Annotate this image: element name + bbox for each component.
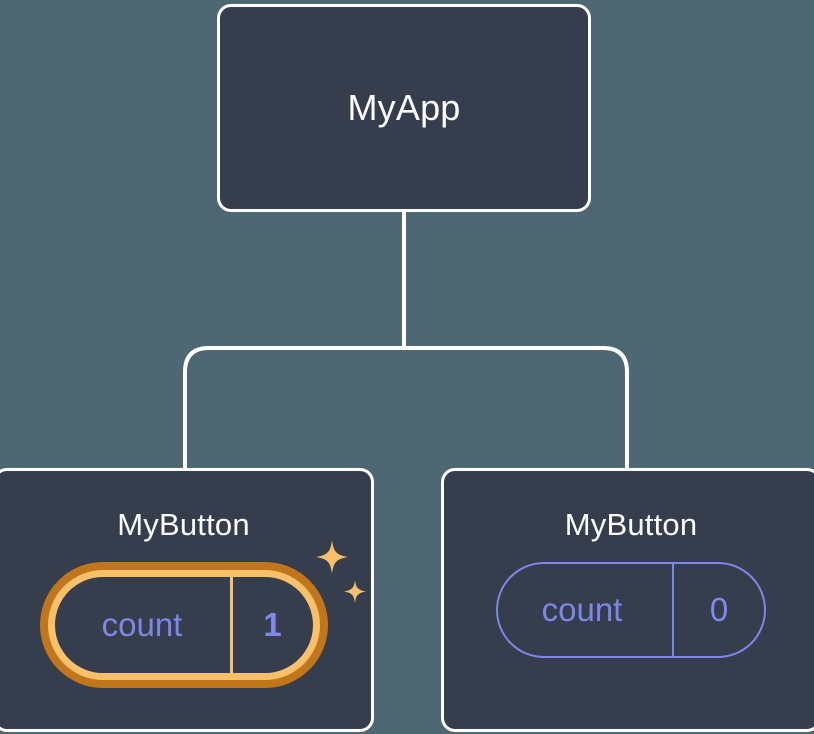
- node-title: MyButton: [117, 507, 250, 542]
- state-value-label: 1: [263, 606, 282, 643]
- node-mybutton-right[interactable]: MyButton count 0: [441, 468, 814, 732]
- state-pill-wrapper: count 1: [39, 540, 366, 688]
- sparkle-large-icon: [315, 540, 348, 574]
- state-name-label: count: [541, 591, 623, 628]
- node-myapp[interactable]: MyApp: [217, 4, 591, 212]
- sparkle-group: [315, 540, 366, 603]
- state-name-cell: count: [55, 577, 233, 673]
- node-title: MyApp: [347, 87, 461, 128]
- state-value-cell: 0: [674, 564, 764, 656]
- state-pill-highlighted[interactable]: count 1: [39, 562, 328, 688]
- state-pill[interactable]: count 0: [496, 562, 766, 658]
- state-name-cell: count: [498, 564, 674, 656]
- sparkle-small-icon: [343, 580, 366, 603]
- node-title: MyButton: [564, 507, 698, 542]
- node-mybutton-left[interactable]: MyButton count 1: [0, 468, 374, 732]
- state-value-label: 0: [709, 591, 729, 628]
- connector-branch: [183, 346, 629, 470]
- state-pill-wrapper: count 0: [496, 562, 766, 658]
- state-value-cell: 1: [233, 577, 313, 673]
- state-name-label: count: [101, 606, 183, 643]
